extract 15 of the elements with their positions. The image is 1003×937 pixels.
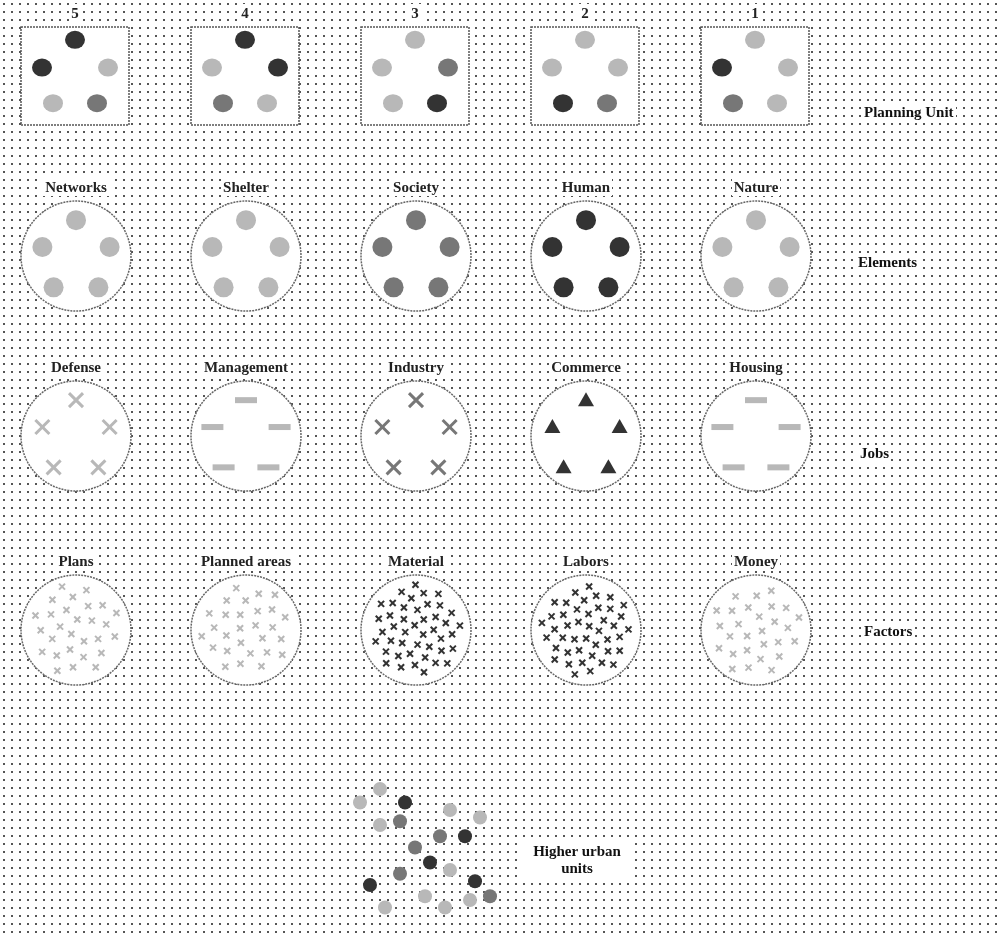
node-heading: 3 [409,4,421,22]
node-heading: 2 [579,4,591,22]
node-heading: Shelter [221,178,271,196]
row-label: Factors [862,623,915,640]
node-heading: 1 [749,4,761,22]
node-heading: Nature [731,178,781,196]
node-heading: Networks [43,178,109,196]
row-label: Planning Unit [862,104,956,121]
node-heading: 4 [239,4,251,22]
node-heading: Money [731,552,781,570]
node-heading: Society [391,178,441,196]
node-heading: 5 [69,4,81,22]
row-label: Elements [856,254,920,271]
row-label: Jobs [858,445,892,462]
node-heading: Human [559,178,613,196]
